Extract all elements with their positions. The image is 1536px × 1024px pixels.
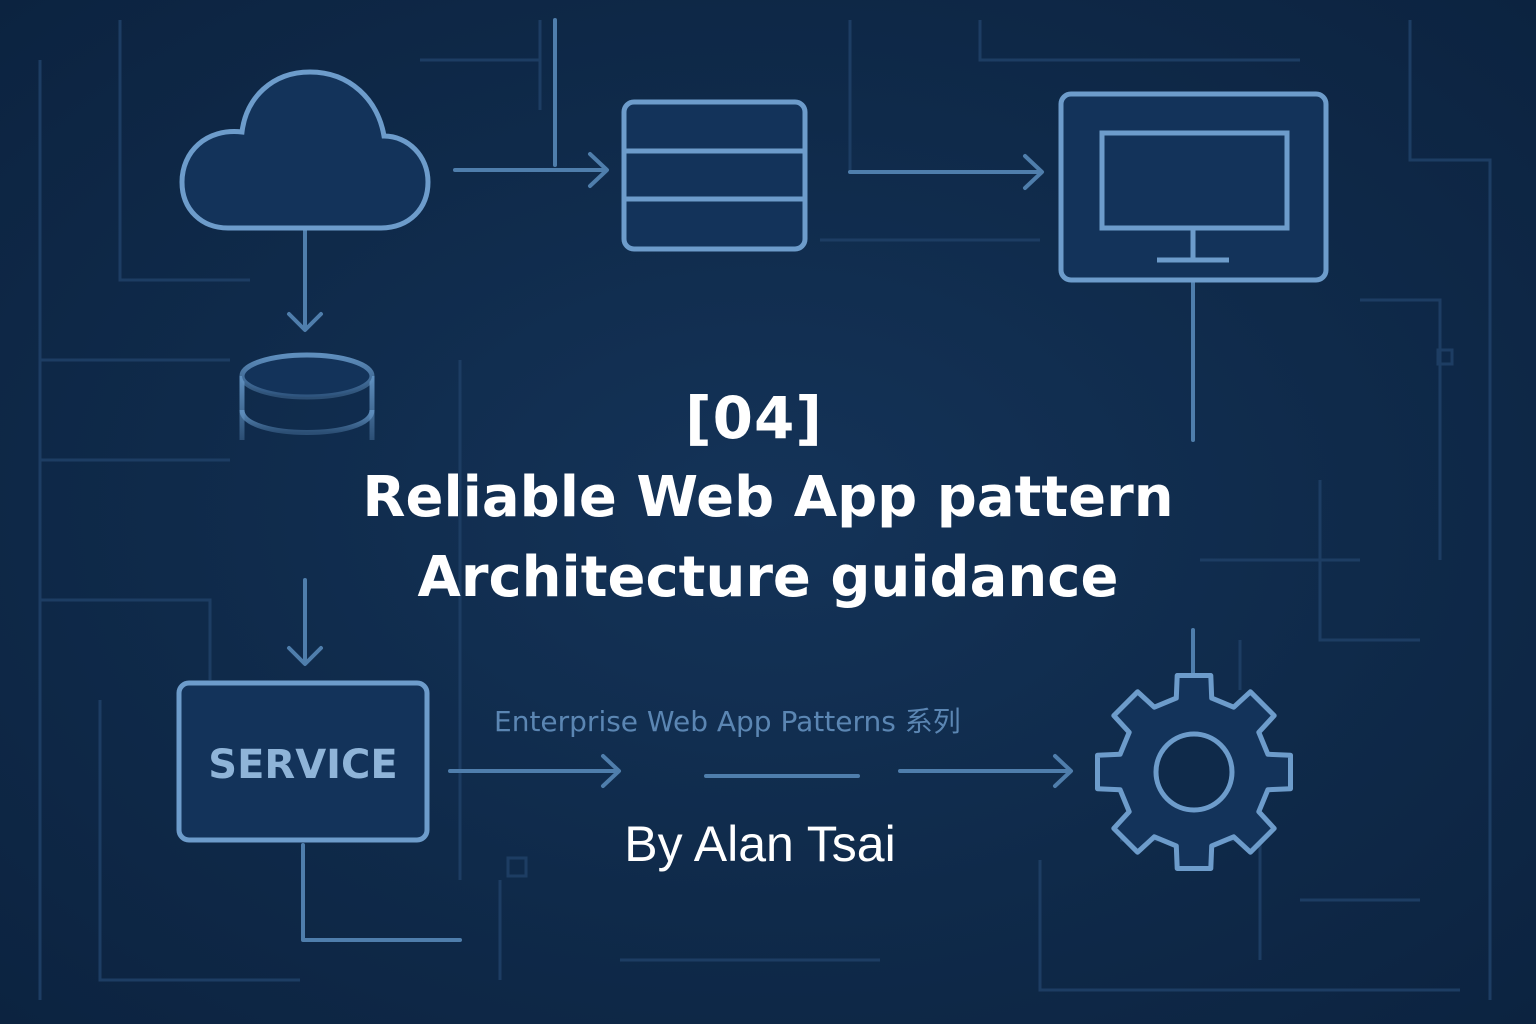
server-rack-icon — [621, 99, 808, 252]
monitor-icon — [1058, 91, 1329, 283]
title-line-1: Reliable Web App pattern — [362, 465, 1174, 530]
service-box: SERVICE — [176, 680, 430, 843]
gear-icon — [1095, 673, 1293, 871]
circuit-background — [38, 20, 1492, 1000]
slide-title: [04] Reliable Web App pattern Architectu… — [0, 378, 1536, 618]
episode-number: [04] — [685, 384, 823, 452]
connectors — [287, 18, 1195, 942]
service-label: SERVICE — [208, 742, 397, 788]
cloud-icon — [179, 69, 431, 231]
author-byline: By Alan Tsai — [624, 816, 896, 872]
title-line-2: Architecture guidance — [417, 545, 1119, 610]
series-subtitle: Enterprise Web App Patterns 系列 — [494, 705, 961, 738]
database-icon — [239, 352, 375, 440]
